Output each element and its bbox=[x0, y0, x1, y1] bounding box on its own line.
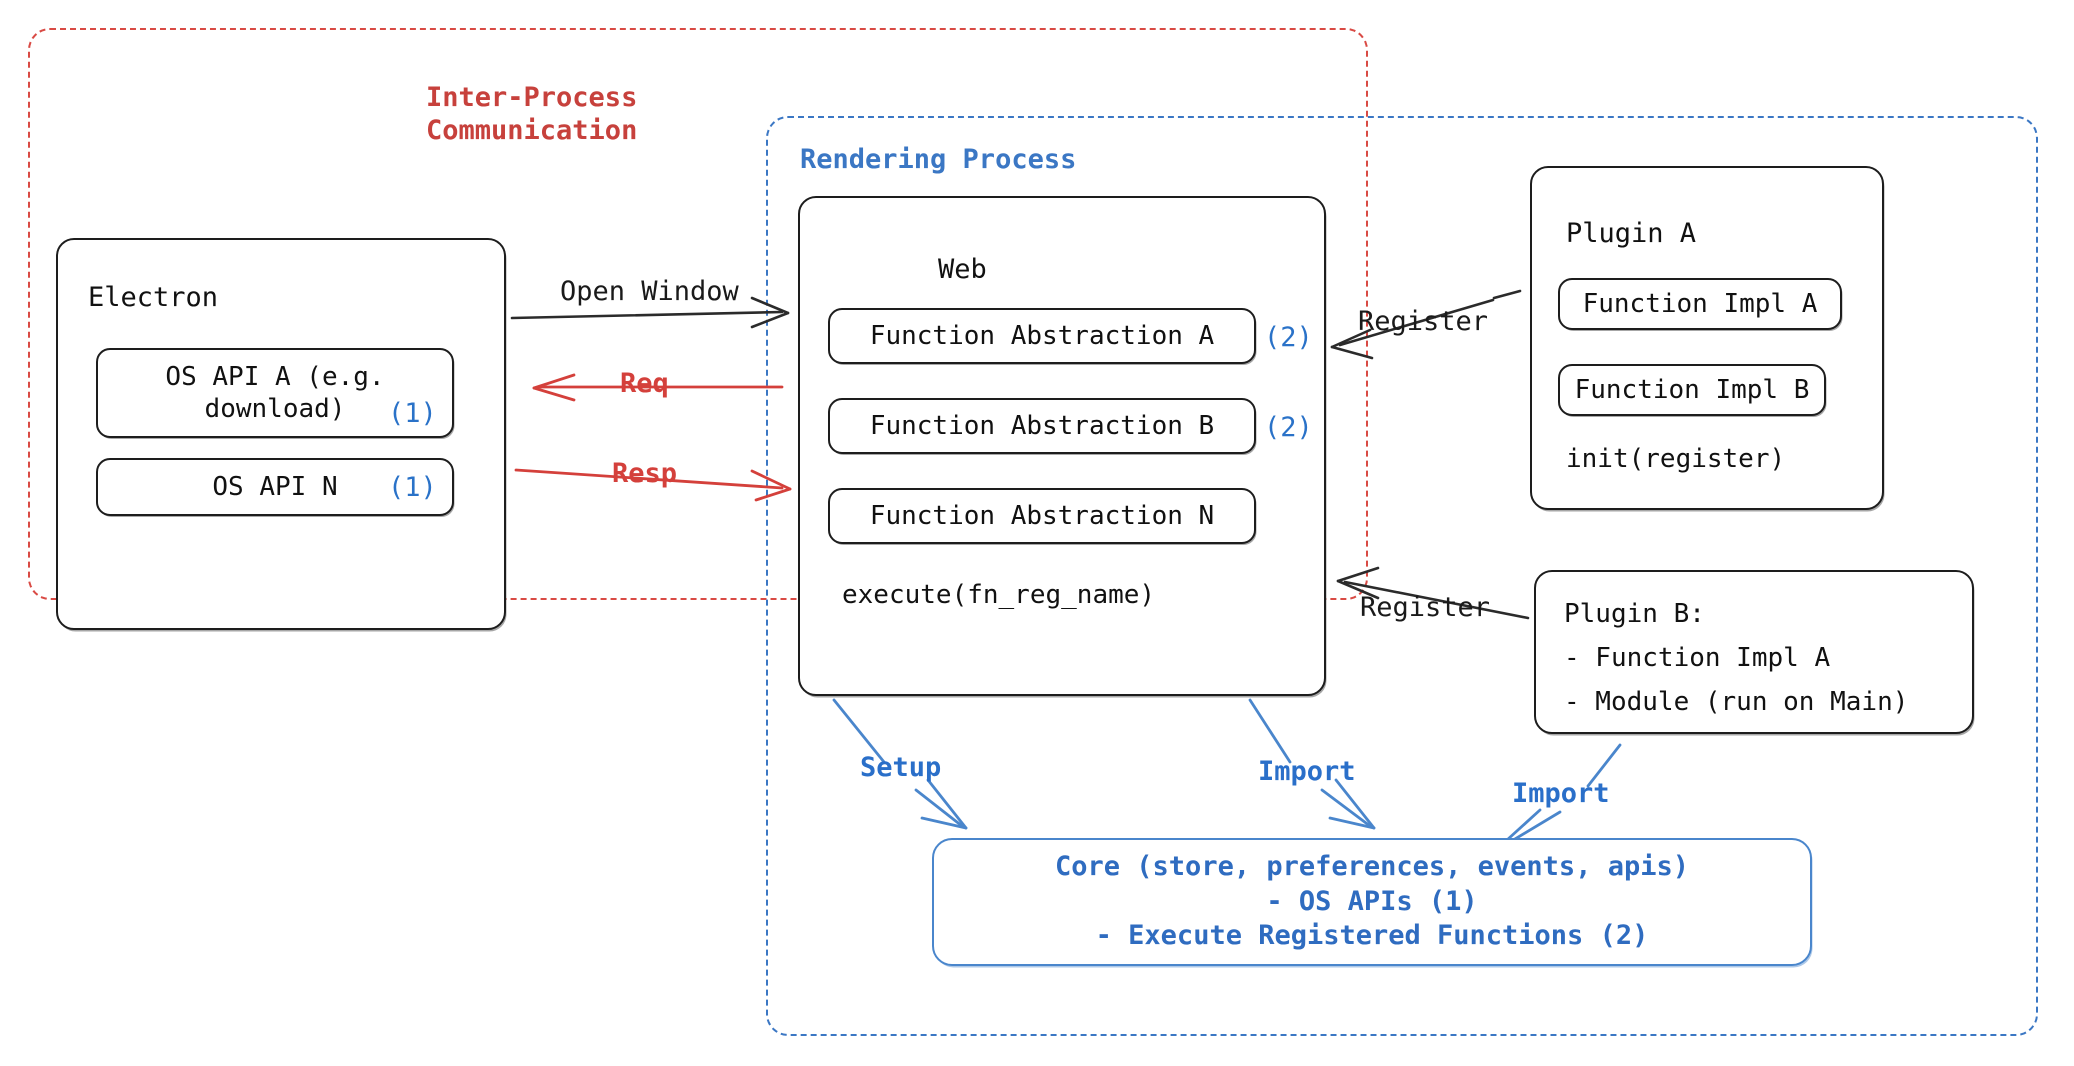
plugin-a-title: Plugin A bbox=[1566, 218, 1697, 249]
function-abstraction-n-box: Function Abstraction N bbox=[828, 488, 1256, 544]
plugin-b-line-1: Plugin B: bbox=[1564, 599, 1705, 629]
electron-title: Electron bbox=[88, 282, 219, 313]
rendering-process-group-label: Rendering Process bbox=[800, 144, 1077, 175]
os-api-n-box: OS API N bbox=[96, 458, 454, 516]
register-plugin-a-label: Register bbox=[1358, 306, 1489, 337]
import-plugin-label: Import bbox=[1512, 778, 1610, 809]
ipc-group-label: Inter-Process Communication bbox=[426, 82, 638, 146]
plugin-b-line-2: - Function Impl A bbox=[1564, 643, 1831, 673]
function-abstraction-a-box: Function Abstraction A bbox=[828, 308, 1256, 364]
function-impl-b-box: Function Impl B bbox=[1558, 364, 1826, 416]
core-box: Core (store, preferences, events, apis) … bbox=[932, 838, 1812, 966]
os-api-a-marker: (1) bbox=[388, 398, 437, 429]
core-line-2: - OS APIs (1) bbox=[1266, 885, 1478, 917]
core-line-1: Core (store, preferences, events, apis) bbox=[1055, 851, 1689, 883]
plugin-b-line-3: - Module (run on Main) bbox=[1564, 687, 1909, 717]
plugin-a-box bbox=[1530, 166, 1884, 510]
register-plugin-b-label: Register bbox=[1360, 592, 1491, 623]
plugin-a-init-text: init(register) bbox=[1566, 444, 1786, 474]
web-execute-text: execute(fn_reg_name) bbox=[842, 580, 1156, 610]
function-abstraction-b-marker: (2) bbox=[1264, 412, 1313, 443]
core-line-3: - Execute Registered Functions (2) bbox=[1095, 920, 1649, 952]
resp-label: Resp bbox=[612, 458, 678, 489]
os-api-a-box: OS API A (e.g. download) bbox=[96, 348, 454, 438]
function-abstraction-b-box: Function Abstraction B bbox=[828, 398, 1256, 454]
setup-label: Setup bbox=[860, 752, 942, 783]
os-api-n-marker: (1) bbox=[388, 472, 437, 503]
open-window-label: Open Window bbox=[560, 276, 739, 307]
web-title: Web bbox=[938, 254, 987, 285]
function-impl-a-box: Function Impl A bbox=[1558, 278, 1842, 330]
function-abstraction-a-marker: (2) bbox=[1264, 322, 1313, 353]
req-label: Req bbox=[620, 368, 669, 399]
rendering-process-boundary bbox=[766, 116, 2038, 1036]
plugin-b-box bbox=[1534, 570, 1974, 734]
import-web-label: Import bbox=[1258, 756, 1356, 787]
